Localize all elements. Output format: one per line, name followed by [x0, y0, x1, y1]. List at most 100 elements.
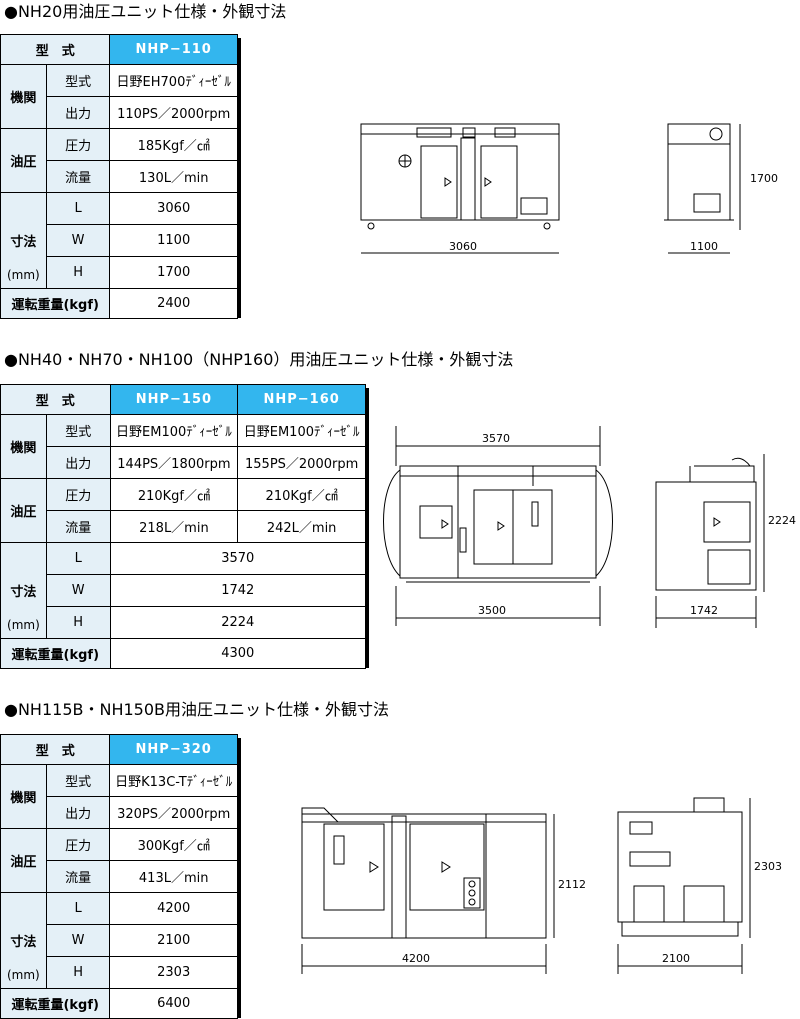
engine-label: 機関: [0, 414, 47, 479]
side-view-drawing-nhp320: 2303 2100: [617, 797, 782, 974]
height-value: 2303: [109, 956, 238, 989]
flow-value: 242L／min: [237, 510, 366, 543]
front-view-drawing-nhp320: 2112 4200: [301, 807, 586, 974]
height-value: 2224: [109, 606, 367, 639]
pressure-label: 圧力: [45, 128, 111, 161]
height-label: H: [45, 956, 111, 989]
dims-label: 寸法 (mm): [0, 892, 47, 989]
width-dim-label: 2100: [662, 952, 690, 965]
length-label: L: [45, 192, 111, 225]
weight-value: 2400: [109, 288, 238, 319]
engine-label: 機関: [0, 64, 47, 129]
dims-unit: (mm): [7, 618, 40, 632]
flow-label: 流量: [45, 160, 111, 193]
power-label: 出力: [45, 446, 111, 479]
flow-value: 218L／min: [109, 510, 239, 543]
power-label: 出力: [45, 796, 111, 829]
engine-label: 機関: [0, 764, 47, 829]
height-dim-label: 2224: [768, 514, 796, 527]
weight-label: 運転重量(kgf): [0, 638, 111, 669]
length-value: 3570: [109, 542, 367, 575]
length-label: L: [45, 542, 111, 575]
width-value: 1100: [109, 224, 238, 257]
section-title: ●NH115B・NH150B用油圧ユニット仕様・外観寸法: [4, 700, 389, 719]
section-title: ●NH40・NH70・NH100（NHP160）用油圧ユニット仕様・外観寸法: [4, 350, 514, 369]
spec-table-nhp110: 型 式 NHP−110 機関 型式 日野EH700ﾃﾞｨｰｾﾞﾙ 出力 110P…: [0, 34, 238, 319]
flow-label: 流量: [45, 510, 111, 543]
dims-label: 寸法 (mm): [0, 542, 47, 639]
table-shadow: [237, 38, 241, 318]
length-top-dim-label: 3570: [482, 432, 510, 445]
hydraulic-label: 油圧: [0, 128, 47, 193]
length-dim-label: 4200: [402, 952, 430, 965]
front-view-drawing-nhp110: 3060: [360, 123, 560, 254]
dims-label: 寸法 (mm): [0, 192, 47, 289]
section-title: ●NH20用油圧ユニット仕様・外観寸法: [4, 2, 287, 21]
width-label: W: [45, 574, 111, 607]
hydraulic-label: 油圧: [0, 478, 47, 543]
flow-value: 413L／min: [109, 860, 238, 893]
height-dim-label: 1700: [750, 172, 778, 185]
engine-model-value: 日野EM100ﾃﾞｨｰｾﾞﾙ: [109, 414, 239, 447]
length-value: 3060: [109, 192, 238, 225]
width-dim-label: 1742: [690, 604, 718, 617]
height-dim-label: 2303: [754, 860, 782, 873]
pressure-value: 300Kgf／㎠: [109, 828, 238, 861]
power-label: 出力: [45, 96, 111, 129]
height-label: H: [45, 606, 111, 639]
model-name: NHP−320: [109, 734, 238, 765]
length-value: 4200: [109, 892, 238, 925]
dims-label-text: 寸法: [10, 235, 37, 250]
engine-model-value: 日野EM100ﾃﾞｨｰｾﾞﾙ: [237, 414, 366, 447]
pressure-value: 185Kgf／㎠: [109, 128, 238, 161]
pressure-label: 圧力: [45, 478, 111, 511]
width-dim-label: 1100: [690, 240, 718, 253]
power-value: 320PS／2000rpm: [109, 796, 238, 829]
weight-label: 運転重量(kgf): [0, 288, 111, 319]
model-name: NHP−160: [237, 384, 366, 415]
weight-value: 6400: [109, 988, 238, 1019]
weight-label: 運転重量(kgf): [0, 988, 111, 1019]
power-value: 110PS／2000rpm: [109, 96, 238, 129]
side-view-drawing-nhp150-160: 2224 1742: [655, 454, 796, 628]
width-value: 1742: [109, 574, 367, 607]
spec-table-nhp320: 型 式 NHP−320 機関 型式 日野K13C-Tﾃﾞｨｰｾﾞﾙ 出力 320…: [0, 734, 238, 1019]
dims-label-text: 寸法: [10, 585, 37, 600]
model-name: NHP−110: [109, 34, 238, 65]
table-shadow: [365, 388, 369, 668]
hydraulic-label: 油圧: [0, 828, 47, 893]
width-value: 2100: [109, 924, 238, 957]
width-label: W: [45, 224, 111, 257]
height-front-dim-label: 2112: [558, 878, 586, 891]
engine-model-label: 型式: [45, 764, 111, 797]
dims-unit: (mm): [7, 968, 40, 982]
flow-label: 流量: [45, 860, 111, 893]
length-label: L: [45, 892, 111, 925]
model-label: 型 式: [0, 34, 111, 65]
engine-model-value: 日野K13C-Tﾃﾞｨｰｾﾞﾙ: [109, 764, 238, 797]
flow-value: 130L／min: [109, 160, 238, 193]
engine-model-value: 日野EH700ﾃﾞｨｰｾﾞﾙ: [109, 64, 238, 97]
power-value: 155PS／2000rpm: [237, 446, 366, 479]
front-view-drawing-nhp150-160: 3570 3500: [383, 426, 613, 626]
side-view-drawing-nhp110: 1700 1100: [664, 123, 778, 254]
model-label: 型 式: [0, 734, 111, 765]
engine-model-label: 型式: [45, 64, 111, 97]
model-name: NHP−150: [109, 384, 239, 415]
dims-unit: (mm): [7, 268, 40, 282]
height-value: 1700: [109, 256, 238, 289]
length-dim-label: 3500: [478, 604, 506, 617]
pressure-value: 210Kgf／㎠: [237, 478, 366, 511]
length-dim-label: 3060: [449, 240, 477, 253]
pressure-label: 圧力: [45, 828, 111, 861]
height-label: H: [45, 256, 111, 289]
dims-label-text: 寸法: [10, 935, 37, 950]
spec-table-nhp150-160: 型 式 NHP−150 NHP−160 機関 型式 日野EM100ﾃﾞｨｰｾﾞﾙ…: [0, 384, 367, 669]
model-label: 型 式: [0, 384, 111, 415]
width-label: W: [45, 924, 111, 957]
pressure-value: 210Kgf／㎠: [109, 478, 239, 511]
engine-model-label: 型式: [45, 414, 111, 447]
table-shadow: [237, 738, 241, 1018]
weight-value: 4300: [109, 638, 367, 669]
power-value: 144PS／1800rpm: [109, 446, 239, 479]
